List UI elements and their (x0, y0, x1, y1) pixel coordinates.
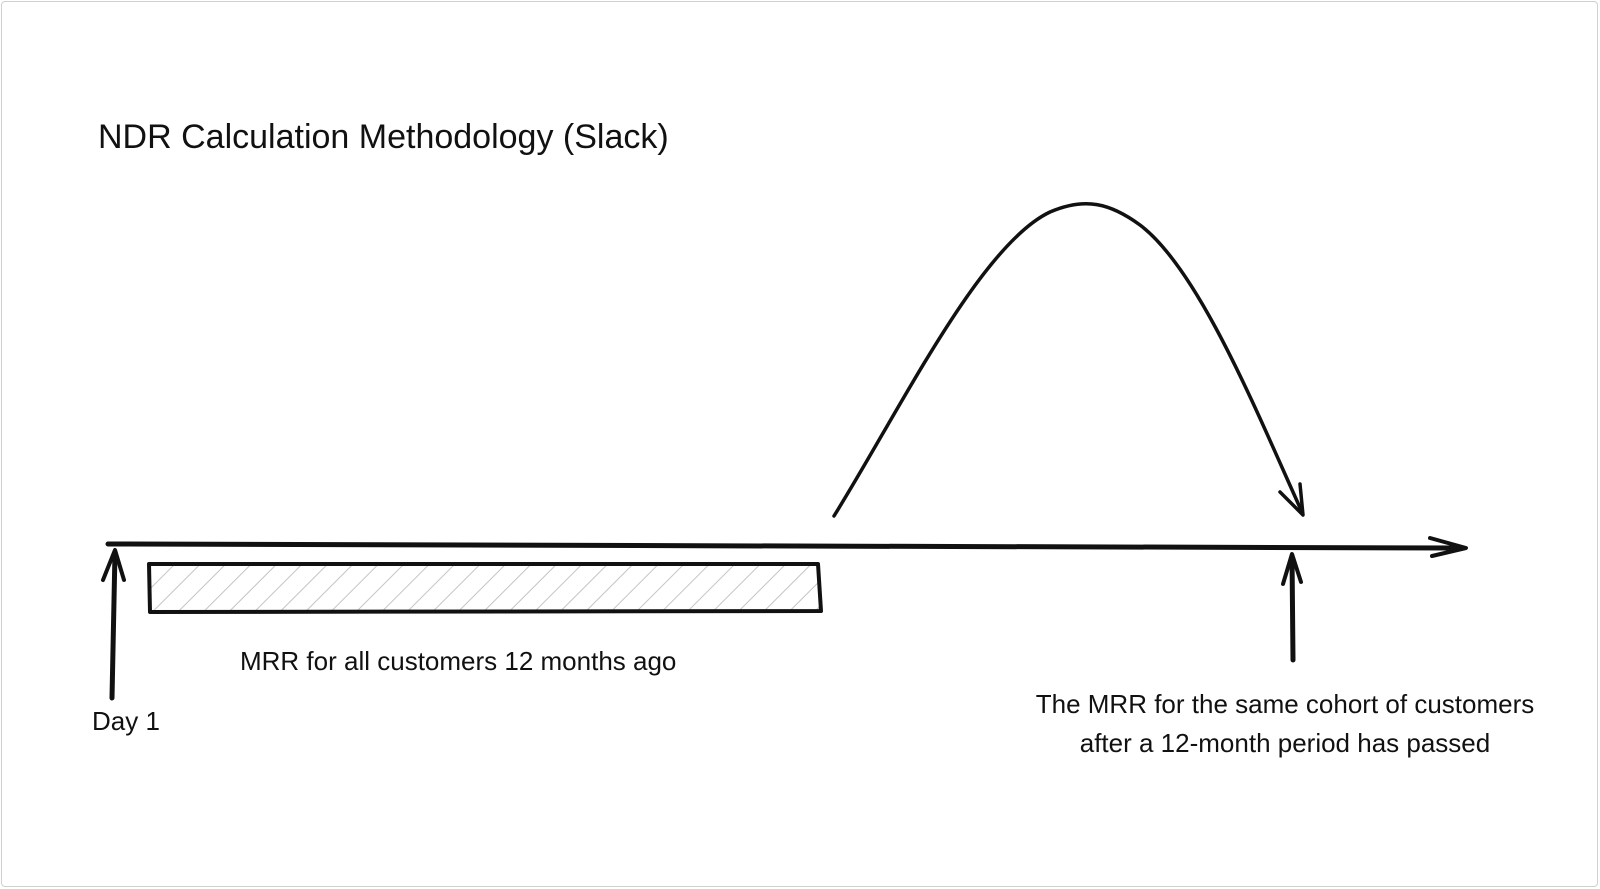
diagram-title: NDR Calculation Methodology (Slack) (98, 118, 669, 156)
mrr-bar (147, 562, 823, 614)
end-point-label-line-2: after a 12-month period has passed (1079, 728, 1491, 758)
day-one-label: Day 1 (92, 706, 160, 736)
timeline-axis (105, 536, 1468, 558)
end-point-label-line-1: The MRR for the same cohort of customers (1035, 689, 1535, 719)
mrr-bar-label: MRR for all customers 12 months ago (240, 646, 677, 676)
end-point-label: The MRR for the same cohort of customers… (995, 685, 1575, 763)
day-one-arrow (101, 548, 126, 701)
period-curve-arrow (832, 201, 1305, 518)
end-point-arrow (1281, 552, 1303, 663)
